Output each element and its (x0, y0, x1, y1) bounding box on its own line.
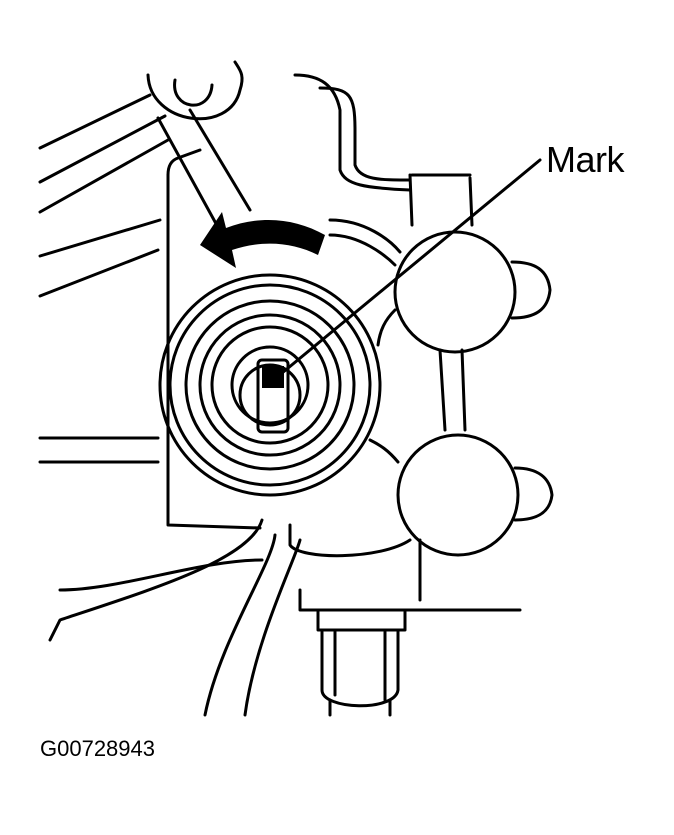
frame-struts (38, 93, 170, 464)
shaft-slot (256, 358, 290, 434)
alignment-mark (262, 366, 284, 388)
counterclockwise-arrow (200, 212, 325, 268)
mark-callout-label: Mark (546, 139, 625, 180)
housing-outline (48, 73, 522, 717)
upper-boss (146, 60, 252, 242)
mark-leader-line (274, 158, 542, 380)
concentric-seal (158, 273, 382, 497)
lower-lug (368, 433, 554, 557)
figure-id: G00728943 (40, 736, 155, 761)
bottom-fitting (316, 610, 407, 717)
upper-lug (376, 230, 552, 432)
